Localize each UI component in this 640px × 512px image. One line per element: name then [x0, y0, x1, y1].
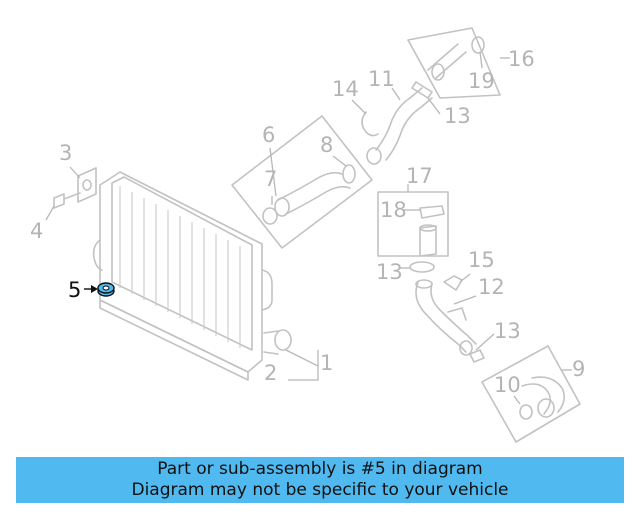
callout-13-top: 13	[444, 104, 471, 128]
hose-kit-6	[231, 115, 373, 249]
grommet-part-5[interactable]	[97, 282, 115, 297]
callout-13-middle: 13	[376, 260, 403, 284]
callout-13-bottom: 13	[494, 319, 521, 343]
diagram-notice-banner: Part or sub-assembly is #5 in diagram Di…	[16, 457, 624, 503]
callout-10: 10	[494, 373, 521, 397]
callout-18: 18	[380, 198, 407, 222]
parts-diagram: 1 2 3 4 5 6 7 8 9 10 11 12 13 13 13 14 1…	[30, 27, 585, 443]
intercooler	[92, 171, 292, 381]
callout-9: 9	[572, 357, 585, 381]
callout-11: 11	[368, 67, 395, 91]
charge-pipe-11	[361, 81, 433, 165]
leader-lines	[45, 51, 572, 405]
callout-5-arrow	[84, 285, 98, 293]
hose-kit-9	[481, 345, 581, 443]
bracket-and-bolt	[53, 167, 97, 209]
callout-1: 1	[320, 351, 333, 375]
callout-2: 2	[264, 361, 277, 385]
charge-pipe-12	[409, 261, 485, 363]
callout-labels: 1 2 3 4 5 6 7 8 9 10 11 12 13 13 13 14 1…	[30, 47, 585, 397]
callout-7: 7	[264, 167, 277, 191]
callout-19: 19	[468, 69, 495, 93]
banner-line-part: Part or sub-assembly is #5 in diagram	[157, 459, 483, 479]
callout-4: 4	[30, 219, 43, 243]
callout-3: 3	[59, 141, 72, 165]
callout-17: 17	[406, 164, 433, 188]
callout-15: 15	[468, 248, 495, 272]
callout-5: 5	[68, 278, 81, 302]
callout-12: 12	[478, 275, 505, 299]
banner-line-disclaimer: Diagram may not be specific to your vehi…	[131, 480, 509, 500]
hose-kit-17	[377, 191, 449, 257]
hose-kit-16	[407, 27, 501, 99]
callout-14: 14	[332, 77, 359, 101]
callout-8: 8	[320, 133, 333, 157]
callout-6: 6	[262, 123, 275, 147]
callout-16: 16	[508, 47, 535, 71]
